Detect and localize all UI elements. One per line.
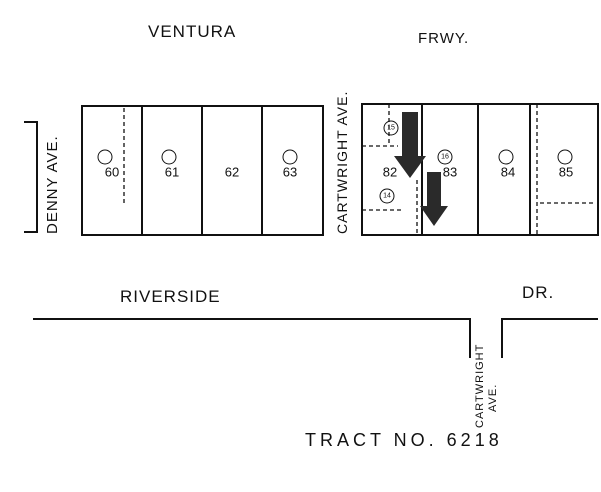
tract-label: TRACT NO. 6218 <box>305 430 503 450</box>
street-label-cartwright-lower-ave: AVE. <box>487 383 499 412</box>
lot-number: 85 <box>558 164 574 180</box>
parcel-circle <box>97 149 113 165</box>
arrow-down-icon <box>394 112 426 178</box>
denny-bracket <box>24 121 38 233</box>
street-label-denny: DENNY AVE. <box>44 135 61 234</box>
street-label-cartwright-upper: CARTWRIGHT AVE. <box>334 90 350 234</box>
street-label-ventura: VENTURA <box>148 22 237 41</box>
riverside-road-edge <box>33 318 471 358</box>
street-label-cartwright-lower: CARTWRIGHT <box>474 343 486 428</box>
street-label-frwy: FRWY. <box>418 30 470 47</box>
arrow-down-icon <box>420 172 448 226</box>
parcel-circle: 16 <box>437 149 453 165</box>
riverside-road-edge <box>501 318 598 358</box>
lot-number: 63 <box>282 164 298 180</box>
lot-number: 60 <box>104 164 120 180</box>
street-label-dr: DR. <box>522 283 555 302</box>
lot-number: 62 <box>224 164 240 180</box>
arrow-markers <box>394 112 448 226</box>
lot-number: 83 <box>442 164 458 180</box>
lot-number: 61 <box>164 164 180 180</box>
parcel-circle: 14 <box>379 188 395 204</box>
lot-number: 84 <box>500 164 516 180</box>
parcel-circle <box>557 149 573 165</box>
parcel-circle <box>498 149 514 165</box>
block-right <box>361 103 599 236</box>
street-label-riverside: RIVERSIDE <box>120 287 221 306</box>
parcel-circle <box>161 149 177 165</box>
lot-number: 82 <box>382 164 398 180</box>
parcel-circle: 15 <box>383 120 399 136</box>
parcel-circle <box>282 149 298 165</box>
